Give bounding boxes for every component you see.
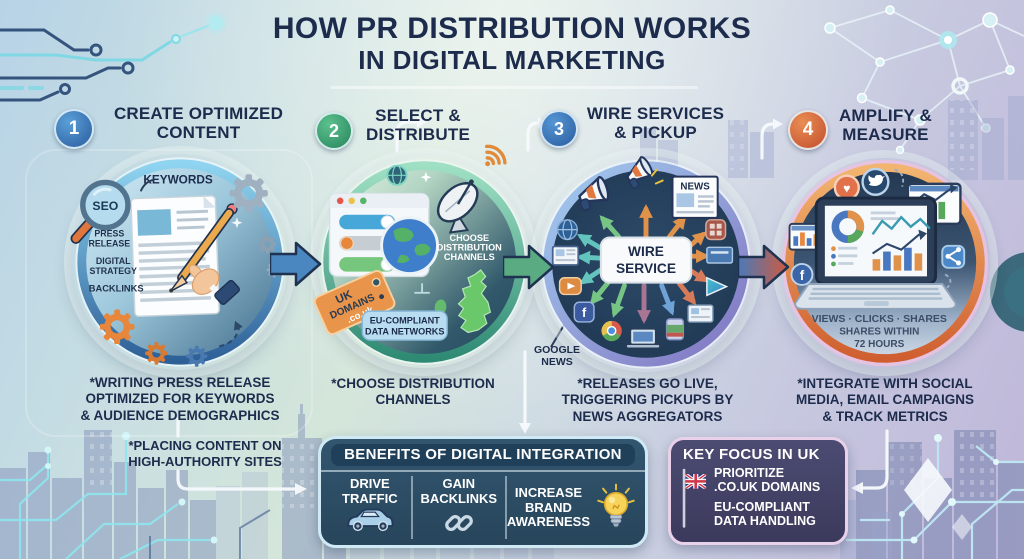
play-store-icon: [706, 276, 729, 297]
svg-text:CHANNELS: CHANNELS: [444, 252, 495, 262]
news-card-icon: NEWS: [671, 175, 719, 219]
svg-text:WIRE: WIRE: [628, 244, 664, 259]
step-4-title: AMPLIFY & MEASURE: [838, 106, 933, 144]
city-skyline-bottom-right: [840, 430, 1024, 559]
flow-arrow-3: [738, 244, 790, 290]
svg-text:VIEWS · CLICKS · SHARES: VIEWS · CLICKS · SHARES: [812, 313, 947, 325]
flow-arrow-1: [270, 241, 322, 287]
share-icon: [941, 244, 966, 269]
laptop-icon: [625, 327, 661, 349]
metrics-label: VIEWS · CLICKS · SHARES SHARES WITHIN 72…: [812, 313, 947, 350]
svg-text:SHARES WITHIN: SHARES WITHIN: [839, 327, 919, 338]
title-underline: [330, 86, 698, 89]
keywords-label: KEYWORDS: [143, 173, 212, 186]
youtube-icon: [558, 277, 582, 296]
key-focus-title: KEY FOCUS IN UK: [683, 446, 820, 463]
step-1-badge: 1: [54, 109, 94, 149]
laptop-analytics-icon: [794, 196, 957, 310]
twitter-bird-icon: [861, 167, 890, 196]
step-4-badge: 4: [788, 110, 828, 150]
key-focus-item-domains: PRIORITIZE .CO.UK DOMAINS: [714, 466, 821, 494]
divider: [321, 470, 645, 472]
title-line-1: HOW PR DISTRIBUTION WORKS: [272, 12, 752, 45]
step-2-illustration: CHOOSE DISTRIBUTION CHANNELS UK DOMAINS …: [313, 144, 530, 368]
svg-text:f: f: [582, 305, 587, 320]
title-line-2: IN DIGITAL MARKETING: [358, 44, 666, 75]
svg-text:STRATEGY: STRATEGY: [90, 266, 138, 276]
benefit-item-drive-traffic: DRIVE TRAFFIC: [329, 476, 413, 540]
diamond-sparkle: [904, 458, 952, 522]
mini-globe-icon: [386, 164, 408, 186]
step-2-badge: 2: [315, 112, 353, 150]
step-2-title: SELECT & DISTRIBUTE: [366, 106, 470, 144]
lightbulb-icon: [597, 483, 635, 527]
svg-text:RELEASE: RELEASE: [88, 238, 130, 248]
digital-strategy-label: DIGITAL: [96, 256, 131, 266]
page-title: HOW PR DISTRIBUTION WORKS IN DIGITAL MAR…: [0, 12, 1024, 75]
step-2-description: *CHOOSE DISTRIBUTION CHANNELS: [331, 376, 495, 408]
press-release-label: PRESS: [94, 228, 124, 238]
feed-jar-icon: [665, 318, 685, 341]
step-1-illustration: KEYWORDS: [70, 154, 288, 370]
chain-link-icon: [444, 515, 473, 532]
eu-compliant-label: EU-COMPLIANT DATA NETWORKS: [361, 310, 448, 341]
key-focus-box: KEY FOCUS IN UK PRIORITIZE .CO.UK DOMAIN…: [668, 437, 848, 545]
step-3-illustration: WIRE SERVICE NEWS: [538, 154, 754, 372]
seo-label: SEO: [92, 199, 118, 213]
step-1-description-2: *PLACING CONTENT ON HIGH-AUTHORITY SITES: [128, 438, 282, 469]
seo-magnifier-icon: SEO: [70, 179, 131, 244]
chrome-icon: [601, 320, 622, 342]
flow-arrow-2: [503, 244, 555, 290]
svg-text:f: f: [800, 268, 805, 283]
backlinks-label: BACKLINKS: [89, 283, 144, 293]
svg-text:EU-COMPLIANT: EU-COMPLIANT: [370, 316, 440, 326]
step-4-illustration: ♥: [780, 158, 990, 368]
circuit-lines-top-left: [0, 12, 227, 102]
svg-text:72 HOURS: 72 HOURS: [854, 339, 904, 350]
app-grid-icon: [705, 219, 727, 241]
svg-text:DISTRIBUTION: DISTRIBUTION: [437, 242, 502, 252]
pencil-hand-icon: [169, 203, 241, 305]
press-release-document: [130, 195, 220, 318]
wifi-signal-icon: [485, 144, 507, 167]
uk-map-icon: [434, 269, 492, 334]
benefit-item-gain-backlinks: GAIN BACKLINKS: [413, 476, 507, 540]
monitor-icon: [687, 304, 714, 323]
globe-icon: [556, 219, 579, 241]
satellite-dish-icon: [436, 179, 479, 234]
uk-flag-icon: [682, 468, 707, 528]
svg-text:CHOOSE: CHOOSE: [449, 233, 489, 243]
choose-distribution-label: CHOOSE DISTRIBUTION CHANNELS: [437, 233, 502, 262]
network-nodes-top-right: [824, 5, 1024, 155]
globe-icon: [380, 216, 439, 276]
step-4-description: *INTEGRATE WITH SOCIAL MEDIA, EMAIL CAMP…: [795, 376, 974, 424]
benefits-title: BENEFITS OF DIGITAL INTEGRATION: [331, 444, 635, 466]
benefits-box: BENEFITS OF DIGITAL INTEGRATION DRIVE TR…: [318, 436, 648, 548]
car-icon: [347, 508, 394, 532]
key-focus-item-data-handling: EU-COMPLIANT DATA HANDLING: [714, 500, 816, 528]
svg-text:NEWS: NEWS: [680, 181, 710, 192]
svg-text:SERVICE: SERVICE: [616, 261, 676, 276]
google-news-label: GOOGLE NEWS: [533, 344, 581, 369]
step-1-title: CREATE OPTIMIZED CONTENT: [113, 104, 284, 142]
benefit-item-increase-brand-awareness: INCREASE BRAND AWARENESS: [507, 476, 637, 539]
facebook-icon: f: [790, 263, 814, 286]
step-1-description: *WRITING PRESS RELEASE OPTIMIZED FOR KEY…: [80, 375, 280, 423]
heart-icon: ♥: [833, 174, 860, 201]
wire-service-hub: WIRE SERVICE: [599, 236, 693, 284]
svg-text:DATA NETWORKS: DATA NETWORKS: [365, 326, 445, 336]
facebook-icon: f: [573, 301, 595, 323]
step-3-title: WIRE SERVICES & PICKUP: [586, 104, 725, 142]
city-skyline-mid-right: [640, 96, 1024, 180]
step-3-description: *RELEASES GO LIVE, TRIGGERING PICKUPS BY…: [561, 376, 734, 424]
laptop-blue-icon: [706, 246, 734, 264]
newspaper-icon: [551, 245, 580, 266]
step-3-badge: 3: [540, 110, 578, 148]
svg-text:♥: ♥: [843, 181, 850, 195]
